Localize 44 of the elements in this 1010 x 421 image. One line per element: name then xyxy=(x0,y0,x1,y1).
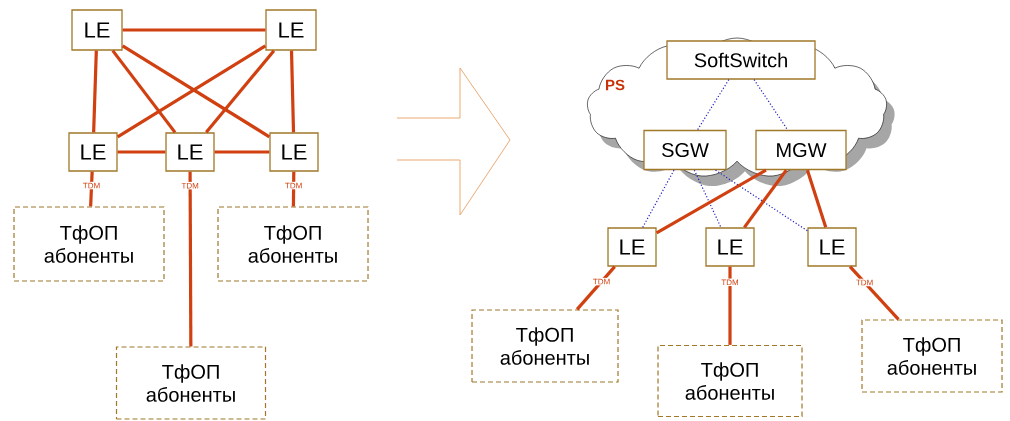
network-box: SoftSwitch xyxy=(666,40,816,80)
edge-label: TDM xyxy=(854,278,875,287)
connector-line xyxy=(205,49,276,134)
connector-line xyxy=(753,79,789,131)
connector-line xyxy=(289,50,296,133)
connector-line xyxy=(122,28,266,32)
connector-line xyxy=(117,150,166,154)
connector-line xyxy=(693,169,722,228)
connector-line xyxy=(728,266,732,345)
connector-line xyxy=(214,150,270,154)
connector-line xyxy=(848,265,900,321)
connector-line xyxy=(642,169,675,228)
subscriber-box: ТфОП абоненты xyxy=(471,309,619,383)
connector-line xyxy=(188,171,193,347)
subscriber-box: ТфОП абоненты xyxy=(861,319,1003,393)
connector-line xyxy=(655,168,767,235)
subscriber-box: ТфОП абоненты xyxy=(13,206,165,282)
network-box: LE xyxy=(269,132,319,172)
connector-line xyxy=(92,50,98,133)
connector-line xyxy=(743,169,788,229)
subscriber-box: ТфОП абоненты xyxy=(115,346,267,420)
connector-line xyxy=(696,79,730,131)
subscriber-box: ТфОП абоненты xyxy=(657,344,803,418)
connector-line xyxy=(575,265,616,311)
network-box: LE xyxy=(68,132,118,172)
connector-line xyxy=(111,49,177,134)
network-box: LE xyxy=(265,9,317,51)
connector-line xyxy=(89,171,94,207)
network-box: MGW xyxy=(755,129,847,171)
edge-label: TDM xyxy=(180,181,200,190)
edge-label: TDM xyxy=(591,277,612,286)
network-box: LE xyxy=(705,227,755,267)
network-box: LE xyxy=(165,132,215,172)
connector-line xyxy=(291,171,296,207)
edge-label: TDM xyxy=(81,181,102,190)
edge-label: TDM xyxy=(720,278,740,287)
network-box: LE xyxy=(71,9,123,51)
connector-line xyxy=(805,169,828,228)
network-box: SGW xyxy=(643,129,727,171)
network-box: LE xyxy=(607,227,657,267)
edge-label: TDM xyxy=(283,181,304,190)
connector-line xyxy=(714,169,808,232)
network-box: LE xyxy=(807,227,857,267)
subscriber-box: ТфОП абоненты xyxy=(217,206,369,282)
